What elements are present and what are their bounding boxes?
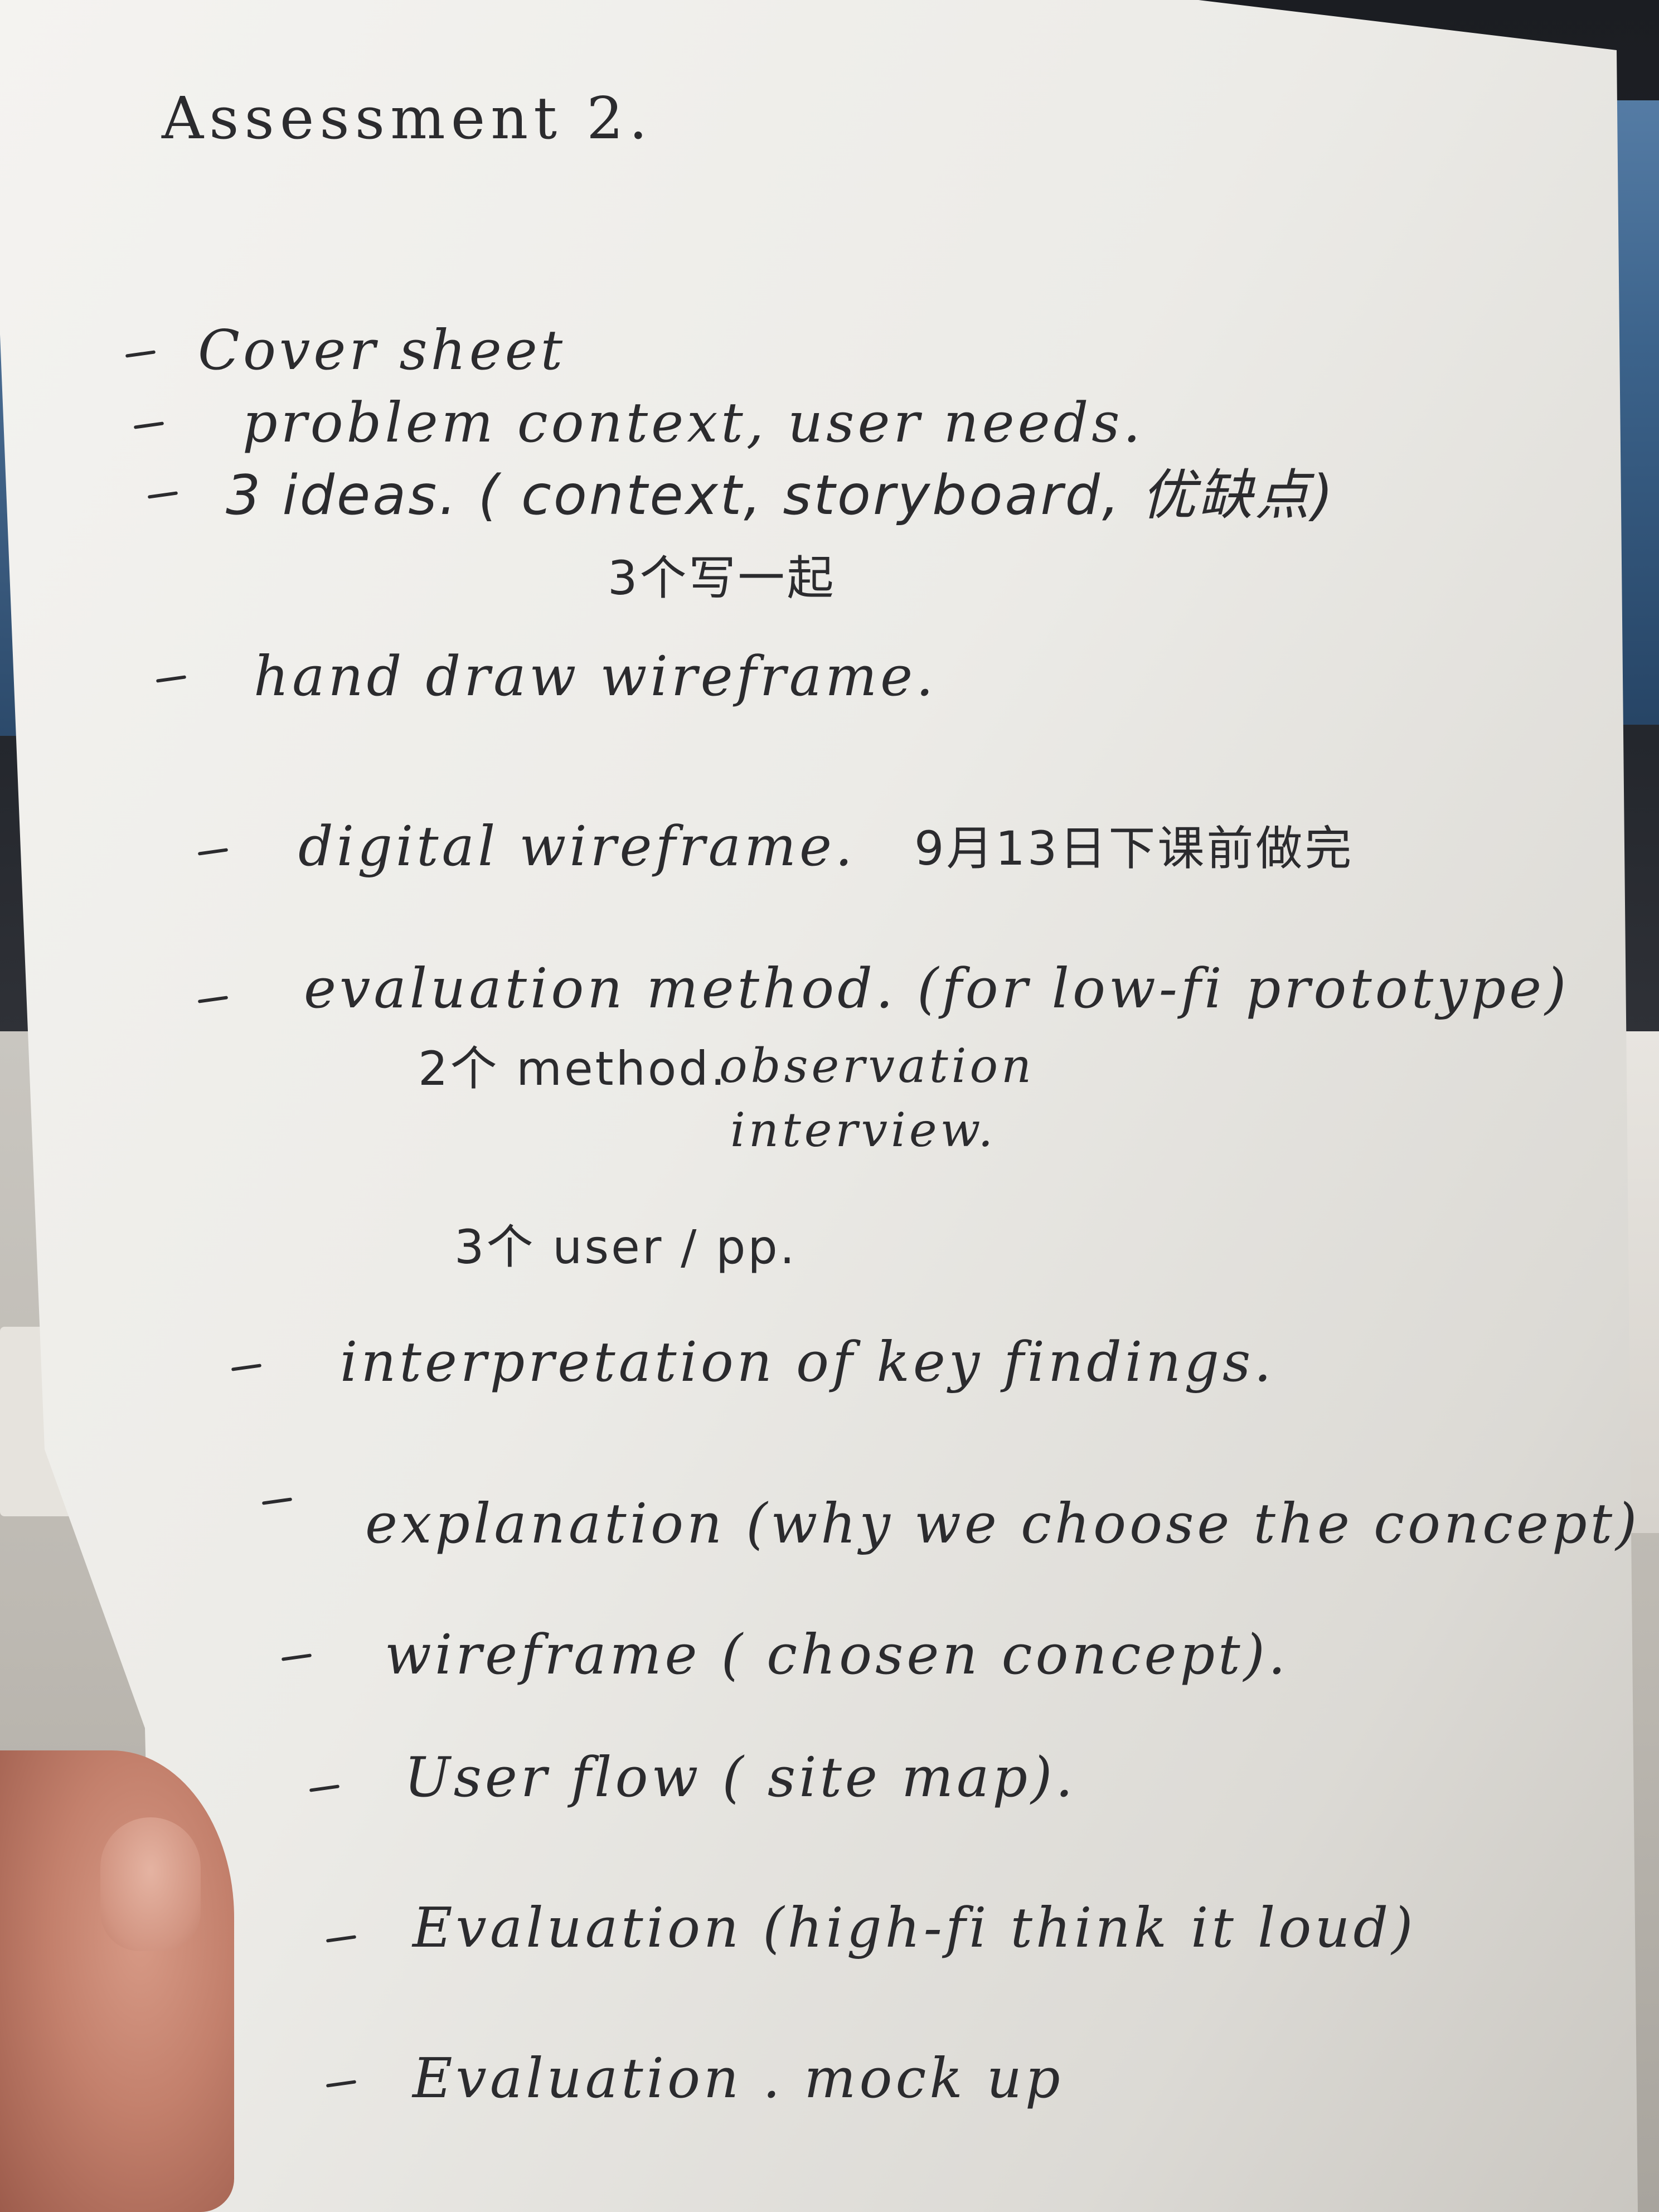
item-evaluation-method: evaluation method. (for low-fi prototype… <box>304 957 1570 1021</box>
note-title: Assessment 2. <box>162 84 653 152</box>
item-hand-draw-wireframe: hand draw wireframe. <box>254 645 937 709</box>
item-problem-context: problem context, user needs. <box>242 391 1144 455</box>
item-digital-wireframe-deadline: 9月13日下课前做完 <box>914 821 1354 876</box>
item-evaluation-method-count: 2个 method. <box>418 1041 728 1096</box>
item-digital-wireframe: digital wireframe. <box>298 815 856 879</box>
item-evaluation-method-interview: interview. <box>730 1103 997 1157</box>
item-user-flow: User flow ( site map). <box>404 1746 1076 1810</box>
item-3-ideas: 3 ideas. ( context, storyboard, 优缺点) <box>226 464 1336 527</box>
item-evaluation-high-fi: Evaluation (high-fi think it loud) <box>413 1896 1417 1960</box>
item-interpretation: interpretation of key findings. <box>340 1331 1275 1394</box>
holding-hand <box>0 1750 234 2212</box>
item-evaluation-method-observation: observation <box>719 1039 1035 1093</box>
item-3-ideas-sub: 3个写一起 <box>608 551 836 605</box>
item-evaluation-method-users: 3个 user / pp. <box>454 1220 797 1274</box>
thumb <box>100 1817 201 1951</box>
item-cover-sheet: Cover sheet <box>198 319 566 382</box>
item-explanation: explanation (why we choose the concept) <box>365 1492 1641 1556</box>
item-evaluation-mockup: Evaluation . mock up <box>413 2047 1064 2111</box>
item-wireframe-chosen: wireframe ( chosen concept). <box>385 1623 1289 1687</box>
